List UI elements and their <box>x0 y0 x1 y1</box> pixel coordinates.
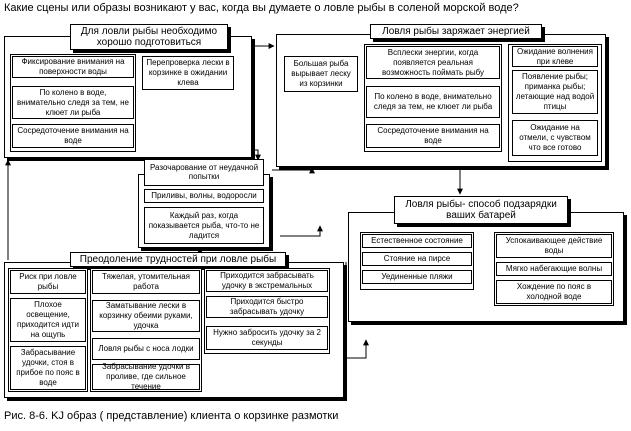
card-fast: Приходится быстро забрасывать удочку <box>206 296 328 318</box>
card-soothing-header: Успокаивающее действие воды <box>496 234 612 258</box>
card-waves: Мягко набегающие волны <box>496 262 612 276</box>
card-shoal-wait: Ожидание на отмели, с чувством что все г… <box>512 120 598 156</box>
group-recharge-header: Ловля рыбы- способ подзарядки ваших бата… <box>394 196 568 224</box>
card-wave-wait: Ожидание волнения при клеве <box>512 46 598 67</box>
card-energy-burst: Всплески энергии, когда появляется реаль… <box>366 46 500 79</box>
card-natural-header: Естественное состояние <box>362 234 472 248</box>
card-two-sec: Нужно забросить удочку за 2 секунды <box>206 326 328 350</box>
page-title: Какие сцены или образы возникают у вас, … <box>4 2 519 14</box>
card-extreme: Приходится забрасывать удочку в экстрема… <box>206 270 328 292</box>
card-focus: Сосредоточение внимания на воде <box>12 124 134 148</box>
group-disappointment-header: Разочарование от неудачной попытки <box>144 159 264 186</box>
arrow-prepared-to-disappointment <box>252 149 261 161</box>
card-fixation: Фиксирование внимания на поверхности вод… <box>12 56 134 78</box>
card-tangle: Заматывание лески в корзинку обеими рука… <box>92 300 200 332</box>
card-beaches: Уединенные пляжи <box>362 270 472 284</box>
group-difficulties-header: Преодоление трудностей при ловле рыбы <box>70 252 286 267</box>
card-boat: Ловля рыбы с носа лодки <box>92 338 200 360</box>
card-lighting: Плохое освещение, приходится идти на ощу… <box>10 298 86 342</box>
group-prepared-header: Для ловли рыбы необходимо хорошо подгото… <box>70 24 228 50</box>
card-recheck: Перепроверка лески в корзинке в ожидании… <box>142 56 234 90</box>
arrow-difficulties-to-recharge-bottom <box>346 339 369 359</box>
group-energy-header: Ловля рыбы заряжает энергией <box>370 24 542 39</box>
card-tides: Приливы, волны, водоросли <box>144 189 264 203</box>
card-energy-focus: Сосредоточение внимания на воде <box>366 124 500 148</box>
card-risk: Риск при ловле рыбы <box>10 270 86 294</box>
card-pier: Стояние на пирсе <box>362 252 472 266</box>
card-hard-work: Тяжелая, утомительная работа <box>92 270 200 294</box>
arrow-difficulties-to-recharge <box>280 225 323 237</box>
card-big-fish: Большая рыба вырывает леску из корзинки <box>284 56 358 92</box>
figure-caption: Рис. 8-6. KJ образ ( представление) клие… <box>4 410 339 422</box>
card-every-time: Каждый раз, когда показывается рыба, что… <box>144 207 264 244</box>
card-strait: Забрасывание удочки в проливе, где сильн… <box>92 362 200 391</box>
card-knee-deep: По колено в воде, внимательно следя за т… <box>12 86 134 119</box>
card-energy-knee-deep: По колено в воде, внимательно следя за т… <box>366 86 500 118</box>
card-casting-waist: Забрасывание удочки, стоя в прибое по по… <box>10 346 86 390</box>
card-fish-appear: Появление рыбы; приманка рыбы; летающие … <box>512 70 598 114</box>
card-wading: Хождение по пояс в холодной воде <box>496 280 612 304</box>
